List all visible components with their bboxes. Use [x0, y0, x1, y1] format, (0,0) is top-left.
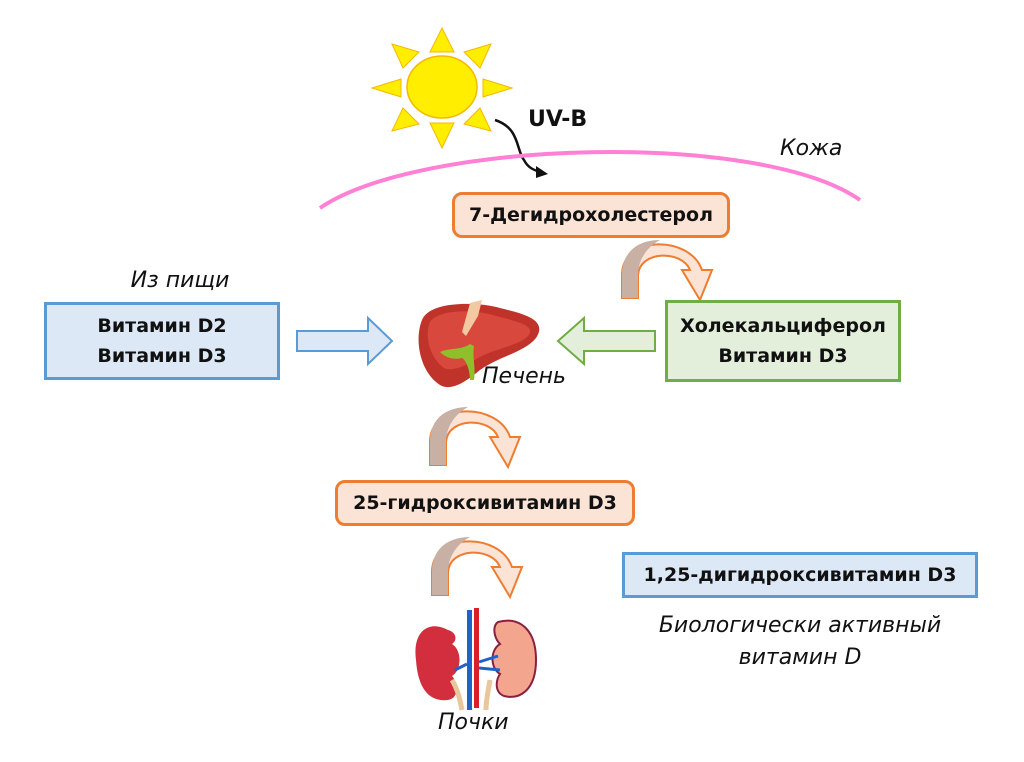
uv-arrow-icon: [494, 118, 548, 178]
curved-arrow-icon: [621, 240, 714, 303]
cholecalciferol-node: Холекальциферол Витамин D3: [665, 300, 901, 382]
kidney-icon: [415, 608, 538, 711]
node-label: Холекальциферол: [680, 315, 886, 337]
node-label: 25-гидроксивитамин D3: [353, 492, 617, 514]
left-arrow-icon: [556, 315, 656, 367]
dehydrocholesterol-node: 7-Дегидрохолестерол: [452, 192, 730, 238]
skin-arc: [318, 150, 862, 210]
liver-label: Печень: [482, 364, 566, 389]
active-vitamin-label: Биологически активный витамин D: [620, 610, 980, 674]
active-label-line: витамин D: [738, 645, 862, 670]
node-label: Витамин D3: [97, 345, 227, 367]
node-label: Витамин D3: [718, 345, 848, 367]
curved-arrow-icon: [429, 407, 522, 470]
skin-label: Кожа: [780, 136, 843, 161]
hydroxyvitamin-25-node: 25-гидроксивитамин D3: [335, 480, 635, 526]
node-label: Витамин D2: [97, 315, 227, 337]
curved-arrow-icon: [431, 537, 524, 600]
food-source-label: Из пищи: [130, 268, 230, 293]
active-label-line: Биологически активный: [658, 613, 942, 638]
right-arrow-icon: [296, 315, 394, 367]
dietary-vitamin-node: Витамин D2 Витамин D3: [44, 302, 280, 380]
sun-icon: [370, 26, 514, 150]
node-label: 1,25-дигидроксивитамин D3: [643, 564, 957, 586]
node-label: 7-Дегидрохолестерол: [469, 204, 713, 226]
liver-icon: [418, 300, 540, 388]
dihydroxyvitamin-node: 1,25-дигидроксивитамин D3: [622, 552, 978, 598]
uv-b-label: UV-B: [528, 107, 588, 132]
kidney-label: Почки: [438, 710, 509, 735]
